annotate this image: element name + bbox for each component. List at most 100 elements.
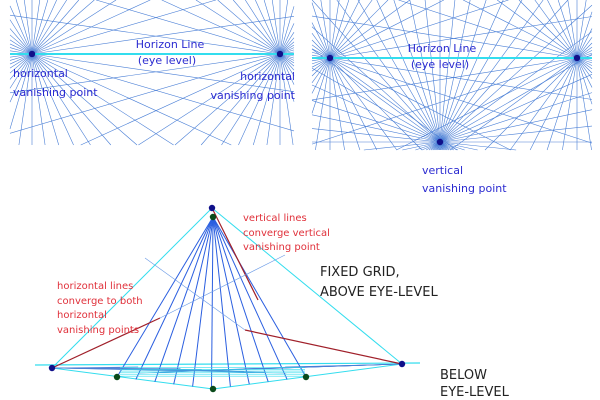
ray-line	[547, 0, 578, 59]
floor-line	[139, 363, 403, 374]
ray-line	[31, 53, 232, 146]
ray-line	[311, 26, 441, 143]
ray-line	[576, 57, 593, 74]
below-eye-level-title-2: EYE-LEVEL	[440, 385, 510, 400]
ray-line	[311, 128, 441, 143]
ray-line	[279, 0, 289, 55]
ray-line	[279, 53, 294, 146]
ray-line	[329, 57, 345, 151]
vertical-line	[212, 216, 307, 378]
ray-line	[9, 53, 33, 61]
vanishing-point	[398, 360, 406, 368]
ray-line	[329, 57, 398, 151]
vertical-line	[212, 216, 231, 387]
grid-corner-point	[113, 373, 121, 381]
ray-line	[439, 109, 593, 143]
ray-line	[311, 22, 331, 59]
ray-line	[31, 0, 67, 55]
ray-line	[450, 57, 578, 151]
ray-line	[415, 141, 441, 151]
ray-line	[31, 53, 46, 146]
vp-right-label-2: vanishing point	[210, 89, 295, 102]
ray-line	[31, 0, 49, 55]
ray-line	[439, 0, 487, 143]
ray-line	[439, 92, 593, 143]
ray-line	[31, 0, 117, 55]
ray-line	[311, 67, 441, 143]
ray-line	[232, 0, 281, 55]
vertical-vp-label-2: vanishing point	[422, 182, 507, 195]
vertical-note-3: vanishing point	[243, 242, 320, 253]
vp-left-label: horizontal	[13, 67, 68, 80]
ray-line	[252, 53, 281, 146]
ray-line	[311, 15, 578, 59]
floor-line	[51, 367, 287, 374]
ray-line	[31, 0, 80, 55]
horizontal-note: horizontal lines	[57, 281, 133, 292]
ray-line	[311, 57, 578, 101]
ray-line	[398, 0, 578, 59]
ray-line	[329, 0, 373, 59]
ray-line	[279, 23, 295, 55]
ray-line	[424, 0, 441, 143]
ray-line	[439, 0, 504, 143]
guide-line	[211, 207, 403, 365]
ray-line	[409, 0, 441, 143]
ray-line	[9, 43, 33, 55]
ray-line	[15, 0, 33, 55]
ray-line	[31, 53, 138, 146]
ray-line	[439, 125, 593, 143]
ray-line	[279, 37, 295, 55]
ray-line	[329, 57, 593, 144]
grid-line	[144, 257, 246, 331]
ray-line	[329, 0, 509, 59]
ray-line	[266, 53, 281, 146]
ray-line	[529, 57, 578, 151]
ray-line	[439, 0, 523, 143]
ray-line	[245, 0, 281, 55]
ray-line	[484, 57, 578, 151]
ray-line	[329, 57, 511, 151]
ray-line	[439, 4, 593, 143]
fixed-grid-above-eye-level	[34, 204, 421, 393]
ray-line	[80, 53, 281, 146]
vertical-note-2: converge vertical	[243, 228, 330, 239]
ray-line	[279, 53, 295, 102]
ray-line	[221, 53, 281, 146]
ray-line	[31, 0, 57, 55]
ray-line	[439, 0, 456, 143]
ray-line	[9, 53, 33, 103]
vertical-note: vertical lines	[243, 213, 307, 224]
horizontal-note-3: horizontal	[57, 310, 107, 321]
ray-line	[23, 0, 33, 55]
ray-line	[439, 141, 465, 151]
below-eye-level-title: BELOW	[440, 368, 487, 383]
ray-line	[576, 0, 587, 59]
ray-line	[576, 57, 593, 88]
ray-line	[357, 0, 441, 143]
ray-line	[329, 0, 340, 59]
ray-line	[311, 114, 441, 143]
ray-line	[567, 0, 578, 59]
horizon-line	[34, 362, 421, 366]
ray-line	[271, 0, 281, 55]
ray-line	[9, 53, 33, 89]
vanishing-point	[28, 50, 36, 58]
vp-left-label-2: vanishing point	[13, 86, 98, 99]
grid-corner-point	[209, 385, 217, 393]
ray-line	[279, 53, 295, 71]
ray-line	[9, 53, 281, 94]
ray-line	[329, 0, 360, 59]
ray-line	[329, 0, 350, 59]
horizontal-convergence-line	[244, 329, 403, 365]
ray-line	[311, 0, 441, 143]
ray-line	[9, 53, 33, 74]
vertical-line	[116, 216, 214, 378]
ray-line	[329, 0, 444, 59]
ray-line	[9, 39, 33, 55]
ray-line	[439, 0, 569, 143]
eye-level-label-right: (eye level)	[411, 58, 469, 71]
vertical-convergence-line	[211, 207, 259, 301]
ray-line	[463, 0, 578, 59]
vertical-line	[135, 216, 214, 380]
